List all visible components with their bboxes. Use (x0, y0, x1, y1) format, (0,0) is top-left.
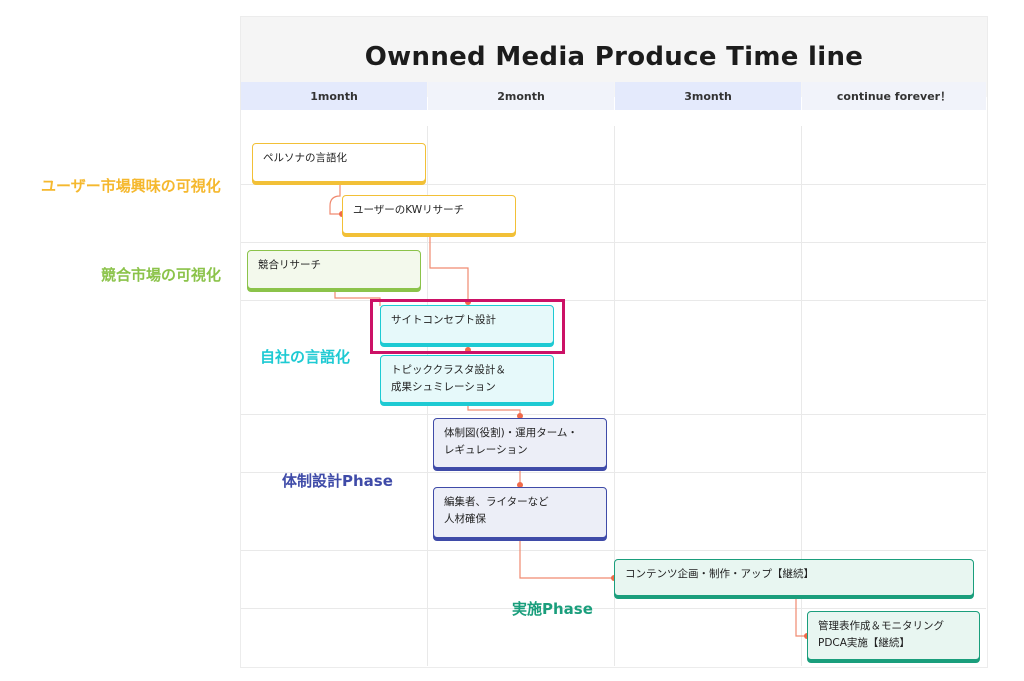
task-label: ユーザーのKWリサーチ (353, 204, 465, 216)
grid-line-horizontal (241, 414, 986, 415)
column-header-continue: continue forever！ (802, 82, 986, 110)
highlight-frame (370, 299, 565, 354)
connector-line (429, 234, 469, 302)
lane-label-competitor-market: 競合市場の可視化 (101, 266, 222, 284)
column-header-2month: 2month (428, 82, 614, 110)
grid-line-horizontal (241, 550, 986, 551)
page-title: Ownned Media Produce Time line (364, 42, 864, 72)
task-label: コンテンツ企画・制作・アップ【継続】 (625, 568, 814, 580)
task-persona-verbalization[interactable]: ペルソナの言語化 (252, 143, 426, 182)
grid-line-horizontal (241, 300, 986, 301)
task-label-line1: トピッククラスタ設計＆ (391, 364, 506, 376)
task-user-kw-research[interactable]: ユーザーのKWリサーチ (342, 195, 516, 234)
task-label-line2: 成果シュミレーション (391, 381, 496, 393)
task-content-production[interactable]: コンテンツ企画・制作・アップ【継続】 (614, 559, 974, 596)
lane-label-organization-phase: 体制設計Phase (282, 472, 393, 490)
column-header-1month: 1month (241, 82, 427, 110)
task-label-line2: PDCA実施【継続】 (818, 637, 910, 649)
task-topic-cluster-design[interactable]: トピッククラスタ設計＆ 成果シュミレーション (380, 355, 554, 403)
connector-line (334, 289, 381, 306)
grid-line-horizontal (241, 472, 986, 473)
task-label-line1: 編集者、ライターなど (444, 496, 549, 508)
task-label-line1: 管理表作成＆モニタリング (818, 620, 944, 632)
task-label-line2: 人材確保 (444, 513, 486, 525)
task-label: 競合リサーチ (258, 259, 321, 271)
grid-line-horizontal (241, 184, 986, 185)
lane-label-own-company: 自社の言語化 (260, 348, 351, 366)
task-organization-chart[interactable]: 体制図(役割)・運用ターム・ レギュレーション (433, 418, 607, 468)
task-monitoring-pdca[interactable]: 管理表作成＆モニタリング PDCA実施【継続】 (807, 611, 980, 660)
grid-line-vertical (801, 126, 802, 666)
task-label-line2: レギュレーション (444, 444, 528, 456)
task-label: サイトコンセプト設計 (391, 314, 496, 326)
grid-line-horizontal (241, 608, 986, 609)
task-staffing[interactable]: 編集者、ライターなど 人材確保 (433, 487, 607, 538)
column-header-3month: 3month (615, 82, 801, 110)
task-site-concept-design[interactable]: サイトコンセプト設計 (380, 305, 554, 344)
task-label-line1: 体制図(役割)・運用ターム・ (444, 427, 578, 439)
connector-line (795, 598, 807, 637)
connector-line (467, 403, 521, 418)
task-label: ペルソナの言語化 (263, 152, 347, 164)
connector-line (329, 182, 342, 215)
grid-line-vertical (614, 126, 615, 666)
connector-line (519, 538, 614, 579)
connector-dot (517, 482, 523, 488)
connector-dot (517, 413, 523, 419)
lane-label-execution-phase: 実施Phase (512, 600, 593, 618)
grid-line-horizontal (241, 242, 986, 243)
task-competitor-research[interactable]: 競合リサーチ (247, 250, 421, 289)
lane-label-user-market: ユーザー市場興味の可視化 (41, 177, 221, 195)
